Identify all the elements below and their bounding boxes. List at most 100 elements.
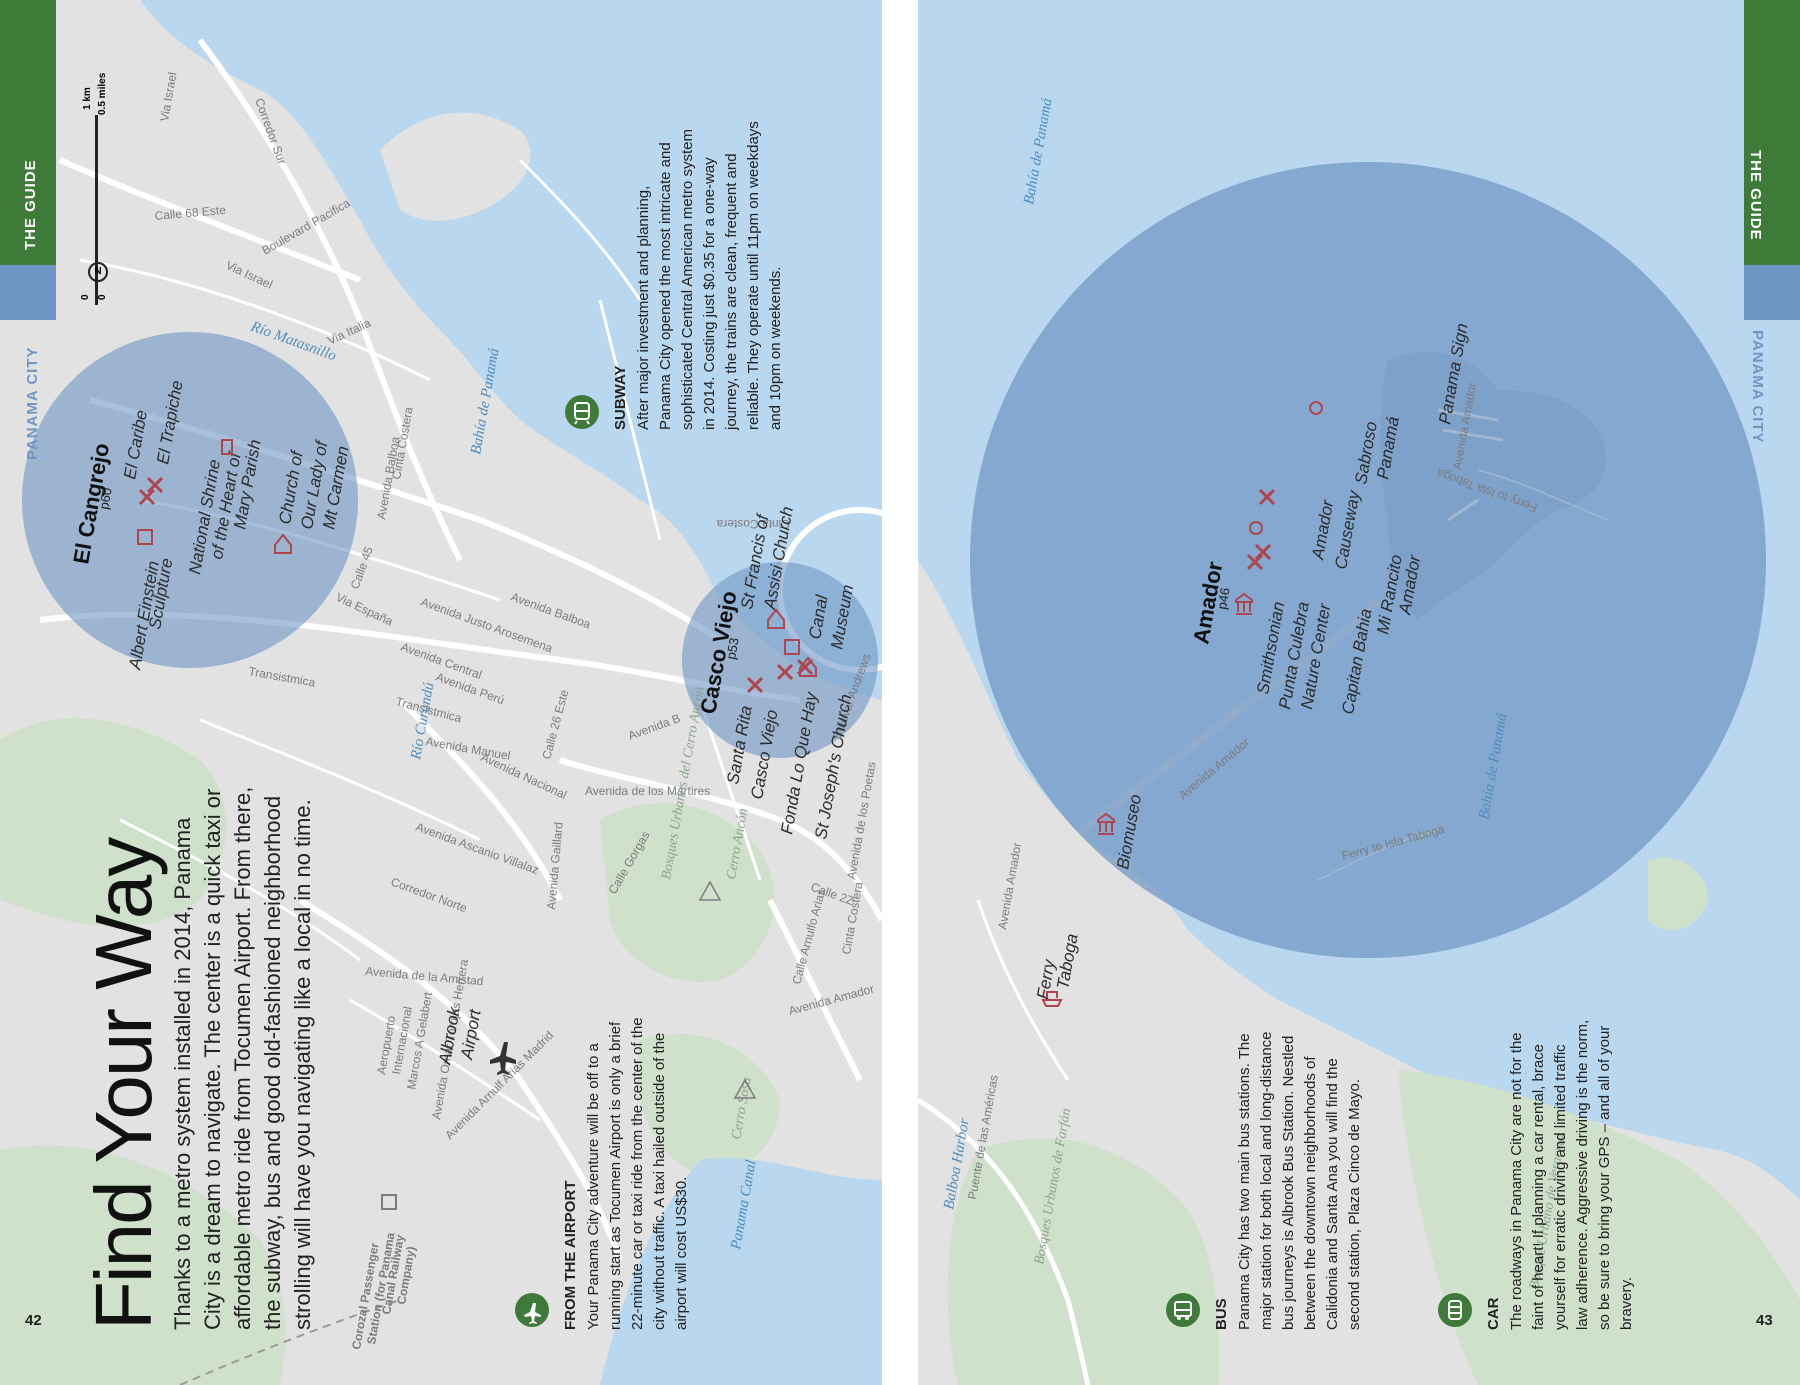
street-label: Via Italia	[325, 316, 373, 348]
scale-km: 1 km	[82, 87, 93, 110]
street-label: Cinta Costera	[716, 517, 790, 531]
scale-miles: 0.5 miles	[97, 72, 108, 115]
poi-icons-cangrejo	[137, 439, 292, 554]
museum-icon	[137, 529, 153, 545]
water-label-bahia: Bahía de Panamá	[1021, 97, 1056, 206]
park-label-farfan: Bosques Urbanos de Farfán	[1032, 1107, 1074, 1265]
subway-line: in 2014. Costing just $0.35 for a one-wa…	[701, 157, 718, 430]
city-tab-label: PANAMA CITY	[1749, 330, 1766, 444]
street-label: Puente de las Américas	[965, 1074, 1001, 1201]
street-label: Avenida Amador	[995, 842, 1024, 931]
airport-line: airport will cost US$30.	[673, 1176, 690, 1330]
poi-st-joseph: St Joseph's Church	[811, 693, 855, 841]
hood-page-el-cangrejo: p60	[96, 487, 115, 511]
page-gutter	[882, 0, 918, 1385]
bus-icon	[1166, 1293, 1200, 1327]
park-ancon	[600, 803, 775, 982]
street-label: Calle Arnulfo Arias	[789, 887, 828, 985]
plane-icon	[515, 1293, 549, 1327]
page-title: Find Your Way	[79, 838, 168, 1330]
park-farfan	[947, 1138, 1220, 1385]
car-icon	[1438, 1293, 1472, 1327]
restaurant-icon	[1258, 488, 1276, 506]
car-line: bravery.	[1618, 1276, 1635, 1330]
subway-line: Panama City opened the most intricate an…	[657, 142, 674, 430]
peak-icon	[698, 880, 722, 901]
section-tab-label: THE GUIDE	[1747, 150, 1764, 241]
poi-caribe: El Caribe	[120, 409, 151, 481]
intro-line: affordable metro ride from Tocumen Airpo…	[230, 786, 255, 1330]
train-icon	[565, 395, 599, 429]
car-line: so be sure to bring your GPS – and all o…	[1596, 1025, 1613, 1330]
car-line: The roadways in Panama City are not for …	[1508, 1032, 1525, 1330]
water-label-bahia-south: Bahía de Panamá	[1476, 712, 1511, 821]
water-label-rio-curundu: Río Curundú	[408, 681, 438, 762]
airport-line: running start as Tocumen Airport is only…	[607, 1021, 624, 1330]
church-icon	[767, 608, 785, 629]
park-label-cerro-ancon: Cerro Ancón	[724, 807, 751, 880]
street-label: Avenida Nacional	[479, 750, 569, 802]
street-label: Boulevard Pacifica	[260, 196, 353, 258]
peak-icon	[733, 1078, 757, 1099]
hood-page-casco-viejo: p53	[723, 637, 742, 661]
car-line: yourself for erratic driving and limited…	[1552, 1044, 1569, 1330]
street-label: Calle 26 Este	[539, 688, 571, 761]
restaurant-icon	[746, 676, 764, 694]
church-icon	[274, 533, 292, 554]
scale-zero: 0	[97, 294, 108, 300]
hood-page-amador: p46	[1214, 587, 1233, 611]
street-label: Avenida Amador	[1176, 735, 1252, 802]
guide-tab-blue	[0, 265, 56, 320]
street-label: Calle 68 Este	[154, 203, 227, 223]
park-sosa	[637, 1033, 780, 1172]
poi-canal-museum-2: Museum	[827, 583, 857, 650]
viewpoint-icon	[1249, 521, 1263, 535]
water-label-bahia: Bahía de Panamá	[468, 347, 503, 456]
map-right	[918, 162, 1800, 1385]
park-west	[0, 718, 227, 927]
street-label: Avenida de los Mártires	[585, 784, 710, 798]
poi-capitan: Capitan Bahia	[1338, 607, 1375, 715]
subway-line: After major investment and planning,	[635, 185, 652, 430]
street-label: Via Israel	[157, 71, 179, 122]
map-right-labels: Avenida Amador Avenida Amador Puente de …	[941, 97, 1569, 1291]
airport-line: 22-minute car or taxi ride from the cent…	[629, 1017, 646, 1330]
church-icon	[799, 656, 817, 677]
poi-icons-casco	[746, 608, 817, 694]
street-label: Avenida Gaillard	[544, 822, 566, 911]
ferry-line	[1317, 829, 1439, 881]
car-line: faint of heart! If planning a car rental…	[1530, 1043, 1547, 1330]
subway-line: reliable. They operate until 11pm on wee…	[745, 121, 762, 430]
bus-line: major station for both local and long-di…	[1258, 1031, 1275, 1330]
poi-biomuseo: Biomuseo	[1113, 793, 1145, 871]
street-label: Via Israel	[224, 258, 275, 292]
guide-tab	[1744, 0, 1800, 265]
circle-el-cangrejo	[22, 332, 358, 668]
subway-line: journey, the trains are clean, frequent …	[723, 153, 740, 430]
page-number: 42	[25, 1312, 42, 1329]
restaurant-icon	[776, 663, 794, 681]
street-label: Corredor Sur	[252, 96, 289, 166]
land-peninsula	[380, 112, 531, 221]
water-label-panama-canal: Panama Canal	[728, 1159, 760, 1252]
circle-casco-viejo	[682, 562, 878, 758]
intro-line: strolling will have you navigating like …	[290, 799, 315, 1330]
street-label: Calle Gorgas	[605, 829, 652, 897]
bus-line: Calidonia and Santa Ana you will find th…	[1324, 1058, 1341, 1330]
intro-line: City is a dream to navigate. The center …	[200, 788, 225, 1330]
bus-heading: BUS	[1213, 1298, 1230, 1330]
subway-line: and 10pm on weekends.	[767, 266, 784, 430]
island-small	[1648, 857, 1708, 931]
restaurant-icon	[138, 488, 156, 506]
intro-line: Thanks to a metro system installed in 20…	[170, 817, 195, 1330]
plane-map-icon	[490, 1042, 516, 1075]
airport-line: Your Panama City adventure will be off t…	[585, 1043, 602, 1330]
roads-minor	[79, 158, 762, 1122]
subway-line: sophisticated Central American metro sys…	[679, 129, 696, 430]
bus-line: Panama City has two main bus stations. T…	[1236, 1033, 1253, 1330]
poi-icons-amador	[1041, 401, 1323, 1007]
intro-line: the subway, bus and good old-fashioned n…	[260, 795, 285, 1330]
guide-tab	[0, 0, 56, 265]
railway-line	[179, 1299, 401, 1385]
circle-amador	[970, 162, 1766, 958]
